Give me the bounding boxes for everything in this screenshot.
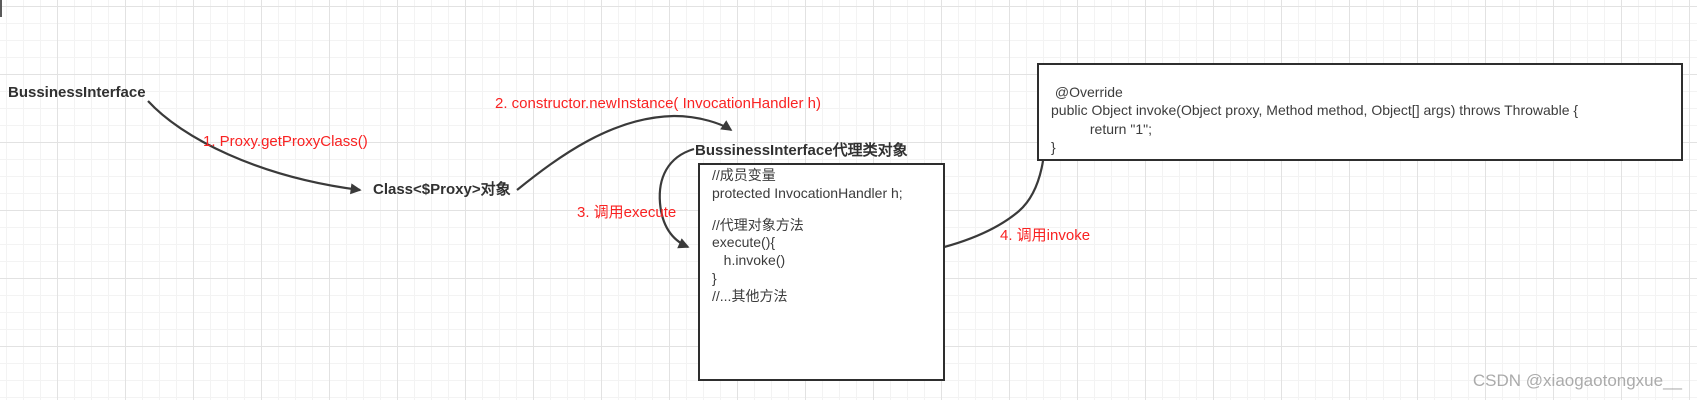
node-proxy-class-object: Class<$Proxy>对象 — [373, 181, 511, 198]
step-4-call-invoke-label: 4. 调用invoke — [1000, 227, 1091, 244]
step-3-call-execute-label: 3. 调用execute — [577, 204, 677, 221]
window-edge-artifact — [0, 0, 2, 17]
code-line: protected InvocationHandler h; — [712, 184, 903, 201]
csdn-watermark: CSDN @xiaogaotongxue__ — [1472, 371, 1682, 390]
code-line: //代理对象方法 — [712, 216, 804, 233]
code-line: @Override — [1051, 84, 1123, 100]
node-proxy-instance-title: BussinessInterface代理类对象 — [695, 142, 908, 159]
code-line: return "1"; — [1051, 120, 1152, 137]
node-bussiness-interface: BussinessInterface — [8, 84, 146, 101]
code-line: execute(){ — [712, 234, 776, 251]
arrow-3-call-execute — [658, 147, 695, 249]
step-1-getproxyclass-label: 1. Proxy.getProxyClass() — [203, 133, 368, 150]
step-2-newinstance-label: 2. constructor.newInstance( InvocationHa… — [495, 95, 822, 112]
code-line — [712, 203, 937, 217]
invocation-handler-code-box: @Override public Object invoke(Object pro… — [1037, 63, 1683, 161]
code-line: } — [1051, 139, 1056, 156]
code-line: h.invoke() — [712, 252, 786, 269]
code-line: } — [712, 269, 717, 286]
code-line: public Object invoke(Object proxy, Metho… — [1051, 102, 1579, 119]
code-line: //...其他方法 — [712, 287, 788, 304]
code-line: //成员变量 — [712, 167, 776, 183]
